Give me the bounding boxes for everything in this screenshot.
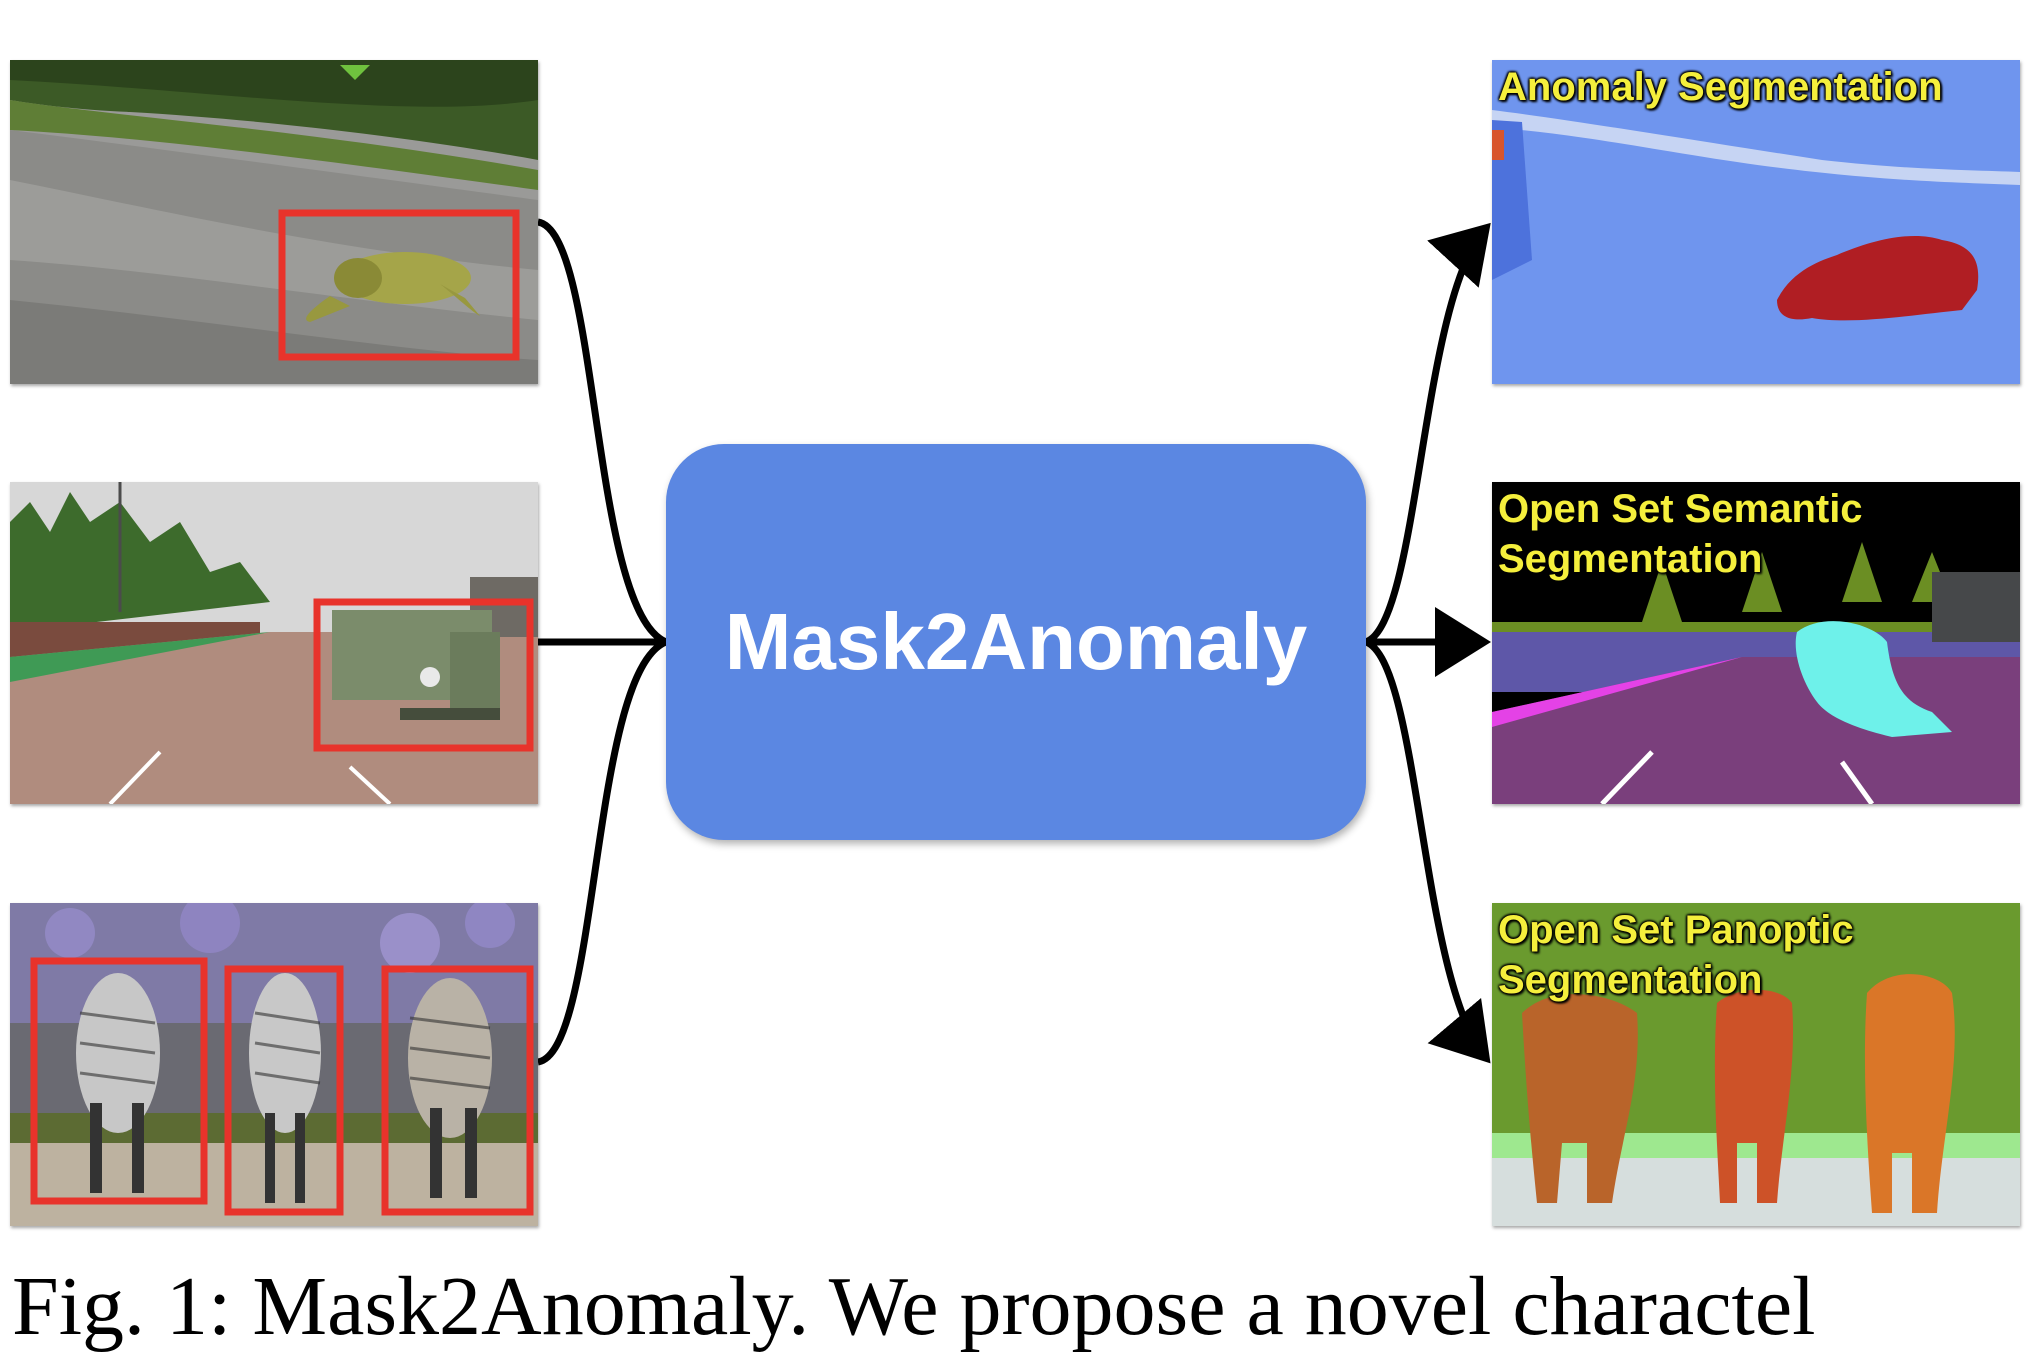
zebra-left bbox=[76, 973, 160, 1193]
zebra-right bbox=[408, 978, 492, 1198]
anomaly-highlight-box-3 bbox=[381, 965, 534, 1216]
input-connector-bottom bbox=[536, 638, 668, 1066]
output-label-panoptic: Open Set Panoptic Segmentation bbox=[1498, 908, 1854, 1002]
input-connector-top bbox=[536, 218, 668, 646]
output-arrow-top bbox=[1364, 222, 1491, 646]
output-arrow-bottom bbox=[1364, 638, 1491, 1064]
semantic-segmentation-image: Open Set Semantic Segmentation bbox=[1492, 482, 2020, 804]
connector-arrows bbox=[536, 218, 1491, 1066]
model-box: Mask2Anomaly bbox=[666, 444, 1366, 840]
output-label-anomaly: Anomaly Segmentation bbox=[1498, 65, 1943, 109]
truck-road-image bbox=[10, 482, 538, 804]
anomaly-segmentation-image: Anomaly Segmentation bbox=[1492, 60, 2020, 384]
anomaly-highlight-box bbox=[278, 209, 520, 361]
zebras-image bbox=[10, 903, 538, 1226]
sloth-road-image bbox=[10, 60, 538, 384]
panoptic-segmentation-image: Open Set Panoptic Segmentation bbox=[1492, 903, 2020, 1226]
model-label: Mask2Anomaly bbox=[724, 597, 1308, 686]
figure-caption: Fig. 1: Mask2Anomaly. We propose a novel… bbox=[12, 1260, 1816, 1353]
figure: Mask2Anomaly Anomaly Segmentation Open S… bbox=[10, 60, 2020, 1353]
zebra-stripes bbox=[79, 1011, 491, 1090]
output-label-semantic: Open Set Semantic Segmentation bbox=[1498, 487, 1863, 581]
military-truck bbox=[332, 610, 500, 720]
zebra-middle bbox=[249, 973, 321, 1203]
anomaly-highlight-box bbox=[313, 598, 534, 752]
anomaly-highlight-box-1 bbox=[30, 957, 208, 1205]
sloth bbox=[306, 252, 480, 322]
anomaly-highlight-box-2 bbox=[224, 965, 344, 1216]
